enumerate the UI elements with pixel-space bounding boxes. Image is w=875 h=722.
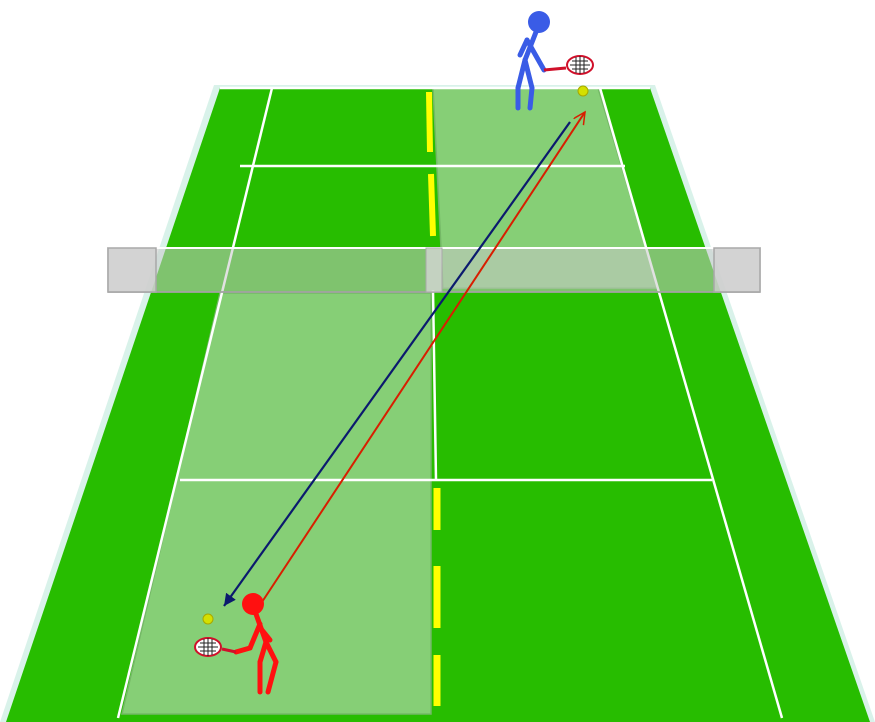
right-net-post bbox=[714, 248, 760, 292]
center-strap bbox=[426, 248, 442, 292]
net bbox=[108, 248, 760, 292]
left-net-post bbox=[108, 248, 156, 292]
far-player-racket bbox=[544, 56, 593, 74]
ball-far bbox=[578, 86, 588, 96]
ball-near bbox=[203, 614, 213, 624]
